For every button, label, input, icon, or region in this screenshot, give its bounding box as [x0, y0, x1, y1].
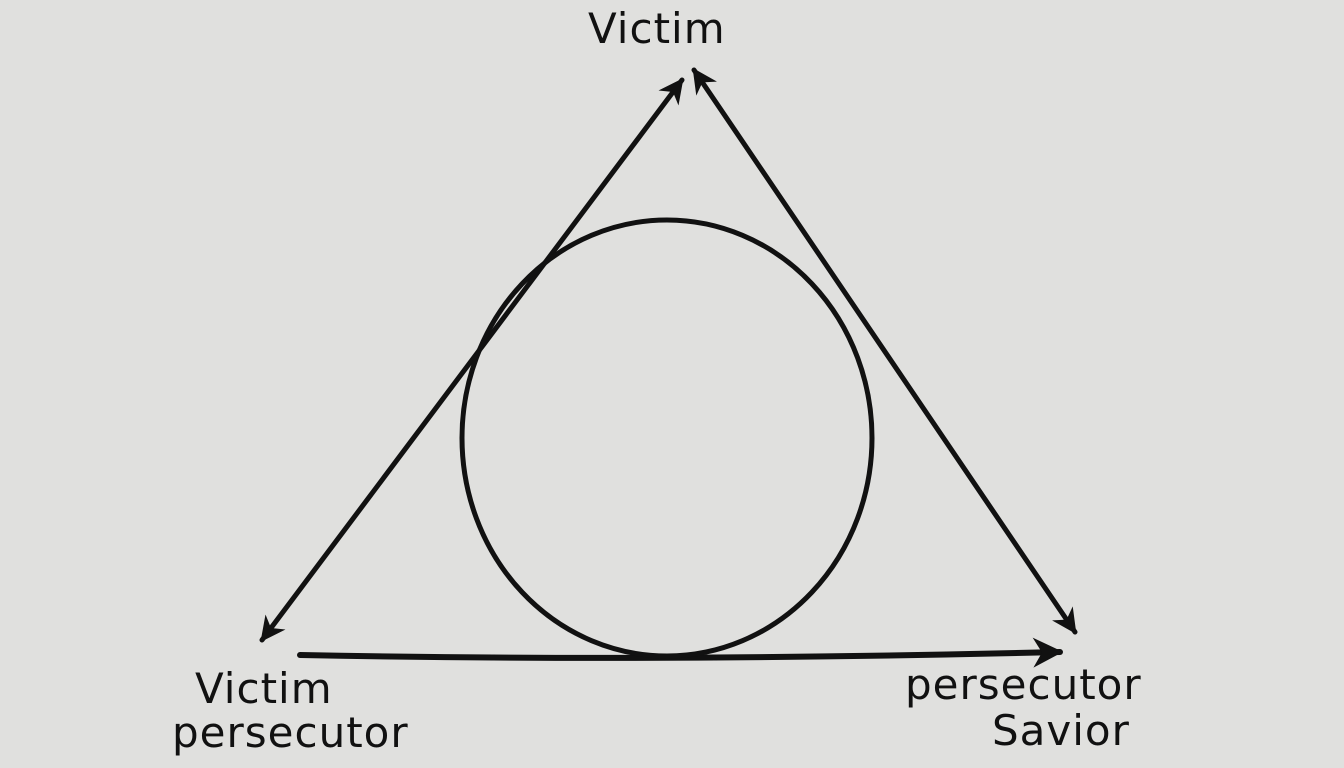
label-bottom-right-line2: Savior: [992, 706, 1130, 755]
center-circle: [459, 217, 875, 659]
label-bottom-right-line1: persecutor: [905, 660, 1142, 709]
edge-top-to-bottom-left: [259, 77, 685, 643]
label-bottom-left-line1: Victim: [195, 664, 333, 713]
label-bottom-left-line2: persecutor: [172, 708, 409, 757]
label-top-victim: Victim: [588, 4, 726, 53]
edge-top-to-bottom-right: [691, 67, 1078, 635]
